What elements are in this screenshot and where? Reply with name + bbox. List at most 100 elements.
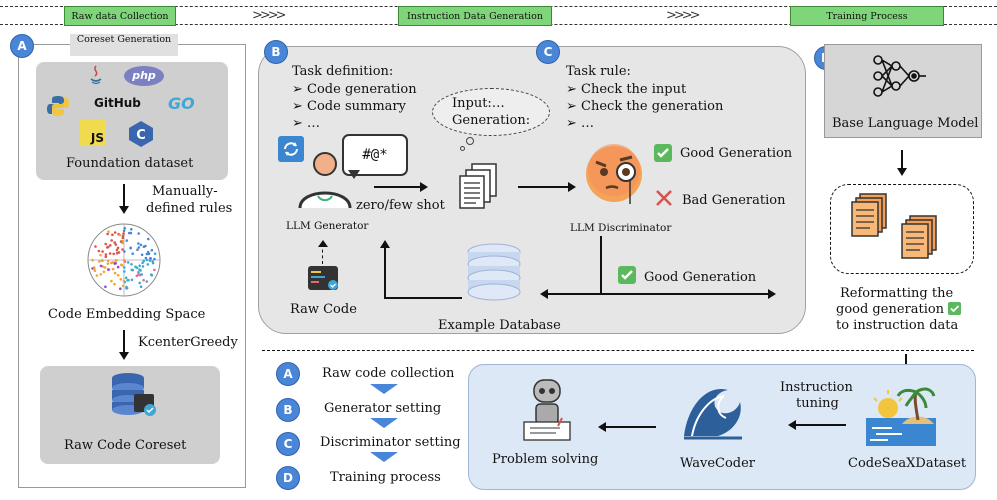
stage-raw-data: Raw data Collection [64, 6, 176, 26]
llm-discriminator-label: LLM Discriminator [570, 222, 672, 234]
embedding-dot [94, 245, 97, 248]
embedding-dot [95, 274, 99, 277]
embedding-dot [142, 278, 145, 282]
task-rule-item-1: ➢ Check the input [566, 82, 686, 97]
bad-generation: Bad Generation [682, 193, 786, 208]
embedding-dot [138, 281, 141, 285]
beach-island-icon [866, 384, 936, 450]
embedding-dot [101, 265, 105, 268]
badge-c: C [536, 40, 560, 64]
legend-badge-a: A [276, 362, 300, 386]
reformat-line3: to instruction data [836, 318, 959, 333]
embedding-dot [137, 246, 141, 249]
embedding-dot [121, 284, 125, 288]
llm-generator-label: LLM Generator [286, 220, 369, 232]
embedding-dot [104, 255, 108, 259]
embedding-dot [145, 252, 149, 256]
embedding-dot [144, 244, 147, 248]
arrow-a2-shaft [123, 330, 125, 356]
instruction-tuning-line2: tuning [796, 396, 839, 411]
loop-arrow-horizontal [384, 297, 462, 299]
llm-generator-person-icon [292, 146, 358, 216]
legend-badge-b: B [276, 398, 300, 422]
speech-bubble-tail [348, 170, 360, 179]
embedding-dot [101, 250, 104, 253]
embedding-dot [146, 263, 150, 266]
python-logo-icon [46, 94, 70, 122]
svg-text:C: C [136, 128, 146, 143]
legend-a-text: Raw code collection [322, 366, 455, 381]
embedding-dot [122, 232, 125, 235]
arrow-bullet-icon: ➢ [566, 99, 582, 114]
task-rule-text-1: Check the input [581, 82, 687, 97]
raw-code-icon [308, 266, 338, 290]
legend-badge-d: D [276, 466, 300, 490]
embedding-dot [118, 233, 122, 237]
legend-c-text: Discriminator setting [320, 435, 461, 450]
embedding-dot [106, 259, 110, 263]
arrow-a2-head [119, 352, 129, 360]
arrow-wave-problem-shaft [606, 426, 656, 428]
embedding-dot [144, 256, 148, 260]
coreset-title: Coreset Generation [70, 34, 178, 56]
embedding-dot [107, 268, 110, 271]
arrow-dataset-wave-head [788, 420, 796, 430]
embedding-dot [145, 280, 149, 283]
chevrons-2: >>>> [666, 8, 701, 23]
embedding-dot [119, 287, 122, 290]
chevrons-1: >>>> [252, 8, 287, 23]
embedding-dot [103, 266, 107, 269]
embedding-dot [112, 252, 115, 256]
robot-icon [520, 378, 574, 446]
embedding-sphere-icon [86, 222, 162, 302]
badge-a: A [10, 34, 34, 58]
arrow-wave-problem-head [598, 422, 606, 432]
manual-rules-line1: Manually- [152, 184, 218, 199]
embedding-dot [121, 234, 125, 238]
good-generation-2: Good Generation [644, 270, 757, 285]
disc-down-line [600, 236, 602, 294]
embedding-dot [104, 253, 108, 256]
embedding-dot [131, 252, 134, 255]
cross-icon-bad [654, 188, 674, 212]
database-icon [108, 370, 156, 422]
arrow-gen-docs-head [420, 182, 428, 192]
embedding-dot [145, 258, 149, 262]
embedding-dot [148, 259, 152, 262]
thought-cloud [432, 88, 550, 136]
embedding-dot [119, 240, 123, 243]
embedding-dot [115, 251, 119, 255]
embedding-dot [114, 243, 118, 246]
embedding-dot [141, 265, 145, 268]
symbol-speech-bubble: #@* [342, 134, 408, 176]
embedding-dot [122, 258, 126, 262]
example-database-icon [466, 242, 522, 308]
embedding-dot [142, 259, 146, 263]
embedding-dot [147, 237, 150, 241]
arrow-rawcode-gen-dashed [322, 244, 323, 264]
good-out-head-right [768, 289, 776, 299]
embedding-dot [122, 229, 126, 233]
arrow-rawcode-gen-head [318, 240, 328, 247]
discriminator-face-icon [580, 138, 648, 210]
embedding-dot [97, 249, 101, 253]
check-icon-small [948, 302, 962, 315]
embedding-dot [139, 243, 143, 247]
arrow-d1-head [897, 168, 907, 176]
embedding-dot [130, 263, 133, 266]
embedding-dot [113, 231, 117, 234]
embedding-dot [104, 242, 107, 246]
embedding-dot [92, 266, 96, 269]
embedding-dot [110, 261, 113, 265]
embedding-dot [130, 228, 133, 231]
embedding-dot [137, 232, 140, 235]
embedding-dot [150, 248, 154, 252]
cloud-generation: Generation: [452, 113, 531, 128]
check-icon-good-2 [618, 266, 636, 284]
arrow-d1-shaft [901, 150, 903, 170]
task-rule-item-3: ➢ … [566, 116, 594, 131]
good-out-head-left [540, 289, 548, 299]
embedding-dot [139, 269, 142, 272]
arrow-bullet-icon: ➢ [292, 116, 308, 131]
reformat-line2-text: good generation [836, 302, 945, 317]
